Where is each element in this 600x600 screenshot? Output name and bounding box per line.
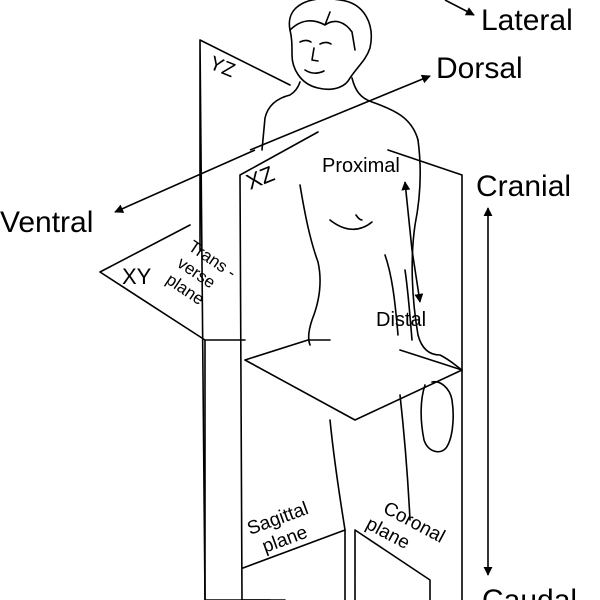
neck-outline — [261, 77, 419, 151]
label-lateral: Lateral — [481, 4, 573, 37]
mouth — [304, 69, 325, 74]
label-ventral: Ventral — [0, 206, 93, 239]
label-proximal: Proximal — [322, 155, 400, 177]
eye-left — [299, 39, 312, 43]
label-caudal: Caudal — [482, 584, 577, 600]
leg-outline — [329, 394, 411, 531]
label-cranial: Cranial — [476, 170, 571, 203]
dorsal-arrow — [249, 74, 431, 151]
label-xz: XZ — [243, 161, 278, 195]
lower-plane-edges — [242, 529, 431, 600]
arm-outline — [384, 254, 413, 341]
label-xy: XY — [122, 264, 152, 289]
coronal-plane — [239, 131, 463, 600]
proximal-arrow — [401, 181, 413, 251]
label-dorsal: Dorsal — [436, 52, 523, 85]
lateral-arrow — [444, 0, 475, 16]
label-distal: Distal — [376, 309, 426, 331]
distal-arrow — [411, 249, 424, 303]
chest-detail — [329, 214, 373, 231]
head-outline — [288, 0, 372, 91]
torso-outline — [299, 139, 463, 371]
eye-right — [319, 41, 332, 45]
sagittal-plane — [199, 39, 291, 600]
hand-outline — [420, 380, 454, 453]
hip-section-plane — [244, 339, 463, 421]
transverse-plane — [99, 224, 246, 600]
hair-outline — [289, 11, 356, 51]
ventral-arrow — [114, 149, 256, 213]
nose — [311, 47, 319, 62]
